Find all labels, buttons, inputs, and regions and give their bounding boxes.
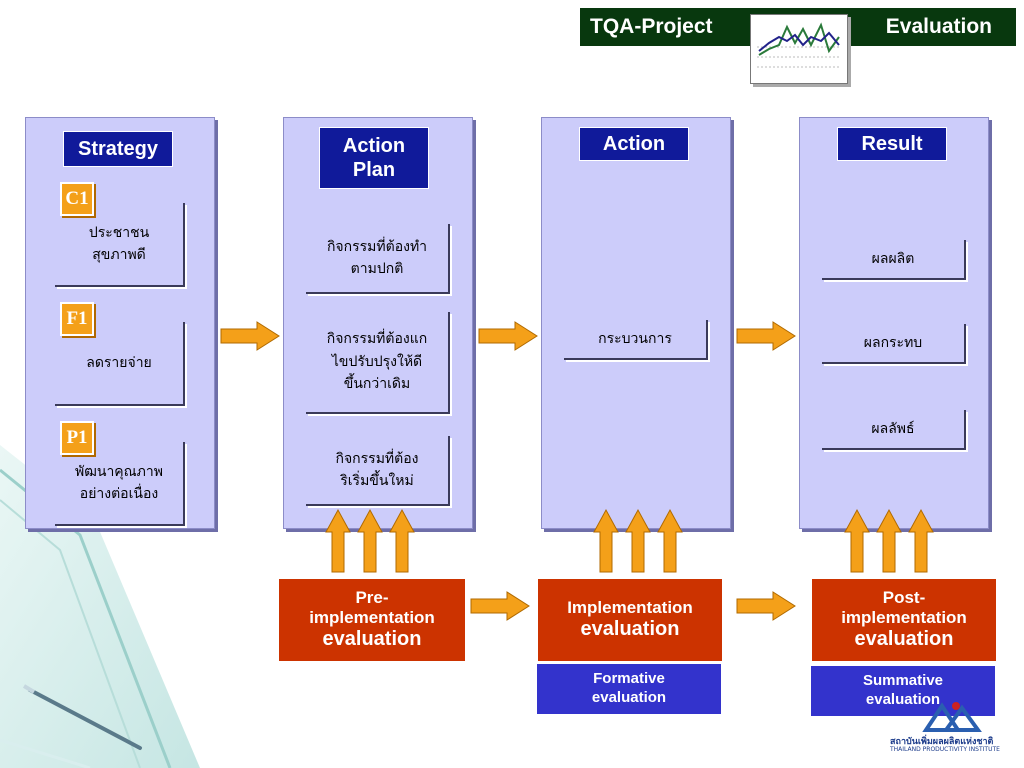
result-box-outcome: ผลลัพธ์: [822, 410, 966, 450]
action-box-process: กระบวนการ: [564, 320, 708, 360]
summative-evaluation: Summative evaluation: [811, 666, 995, 716]
result-title: Result: [837, 127, 947, 161]
result-column: [799, 117, 989, 529]
pre-implementation-evaluation: Pre- implementation evaluation: [278, 578, 466, 662]
strategy-title: Strategy: [63, 131, 173, 167]
arrow-up-group-icon: [844, 508, 934, 573]
header-project-title: TQA-Project: [590, 15, 713, 38]
implementation-evaluation: Implementation evaluation: [537, 578, 723, 662]
result-box-impact: ผลกระทบ: [822, 324, 966, 364]
strategy-box-f1: ลดรายจ่าย: [55, 322, 185, 406]
arrow-right-icon: [470, 591, 530, 621]
header-evaluation-title: Evaluation: [885, 15, 992, 38]
strategy-tag-c1: C1: [60, 182, 94, 216]
action-title: Action: [579, 127, 689, 161]
strategy-box-p1: พัฒนาคุณภาพ อย่างต่อเนื่อง: [55, 442, 185, 526]
arrow-right-icon: [736, 591, 796, 621]
action-column: [541, 117, 731, 529]
logo-english-text: THAILAND PRODUCTIVITY INSTITUTE: [890, 746, 1000, 753]
strategy-tag-f1: F1: [60, 302, 94, 336]
action-plan-box-routine: กิจกรรมที่ต้องทำ ตามปกติ: [306, 224, 450, 294]
productivity-institute-logo-icon: [922, 702, 982, 732]
arrow-right-icon: [736, 321, 796, 351]
action-plan-box-improve: กิจกรรมที่ต้องแก ไขปรับปรุงให้ดี ขึ้นกว่…: [306, 312, 450, 414]
logo-thai-text: สถาบันเพิ่มผลผลิตแห่งชาติ: [890, 737, 994, 747]
strategy-box-c1: ประชาชน สุขภาพดี: [55, 203, 185, 287]
chart-thumbnail-icon: [750, 14, 848, 84]
result-box-output: ผลผลิต: [822, 240, 966, 280]
action-plan-box-new: กิจกรรมที่ต้อง ริเริ่มขึ้นใหม่: [306, 436, 450, 506]
arrow-up-group-icon: [325, 508, 415, 573]
strategy-tag-p1: P1: [60, 421, 94, 455]
arrow-right-icon: [220, 321, 280, 351]
arrow-right-icon: [478, 321, 538, 351]
post-implementation-evaluation: Post- implementation evaluation: [811, 578, 997, 662]
arrow-up-group-icon: [593, 508, 683, 573]
formative-evaluation: Formative evaluation: [537, 664, 721, 714]
action-plan-title: Action Plan: [319, 127, 429, 189]
